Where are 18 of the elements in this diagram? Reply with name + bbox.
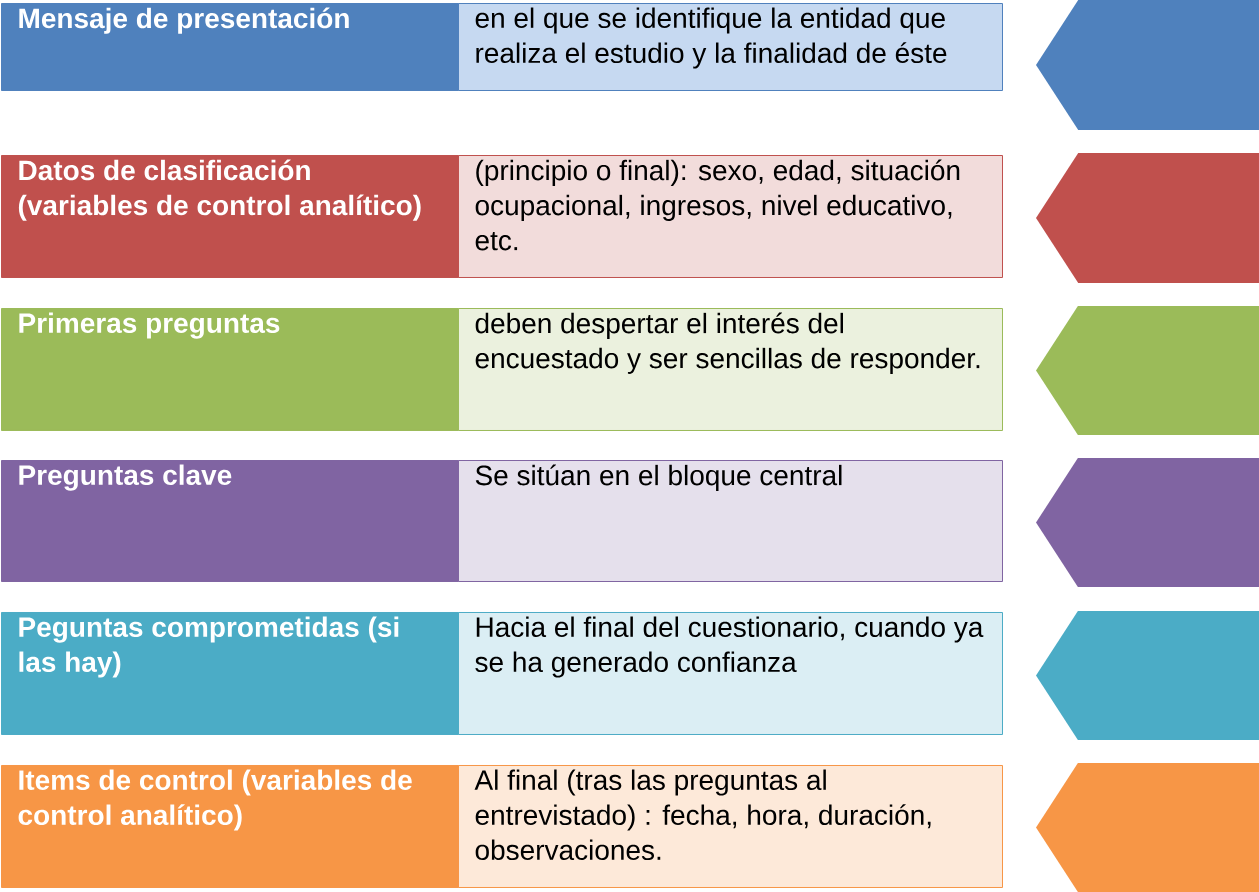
heading-box: Primeras preguntas [1,308,459,431]
pentagon-shape [1036,0,1259,130]
description-box: (principio o final): sexo, edad, situación ocupacional, ingresos, nivel educativo, etc. [458,155,1003,278]
description-box: Hacia el final del cuestionario, cuando ya se ha generado confianza [458,612,1003,735]
pentagon-shape [1036,458,1259,587]
pentagon-shape [1036,611,1259,740]
description-box: deben despertar el interés del encuestado y ser sencillas de responder. [458,308,1003,431]
description-box: en el que se identifique la entidad que realiza el estudio y la finalidad de éste [458,3,1003,91]
heading-box: Mensaje de presentación [1,3,459,91]
pentagon-shape [1036,153,1259,283]
heading-box: Items de control (variables de control analítico) [1,765,459,888]
pentagon-shape [1036,306,1259,435]
pentagon-shape [1036,763,1259,892]
heading-box: Peguntas comprometidas (si las hay) [1,612,459,735]
description-box: Al final (tras las preguntas al entrevistado) : fecha, hora, duración, observaciones. [458,765,1003,888]
heading-box: Preguntas clave [1,460,459,582]
description-box: Se sitúan en el bloque central [458,460,1003,582]
heading-box: Datos de clasificación (variables de control analítico) [1,155,459,278]
